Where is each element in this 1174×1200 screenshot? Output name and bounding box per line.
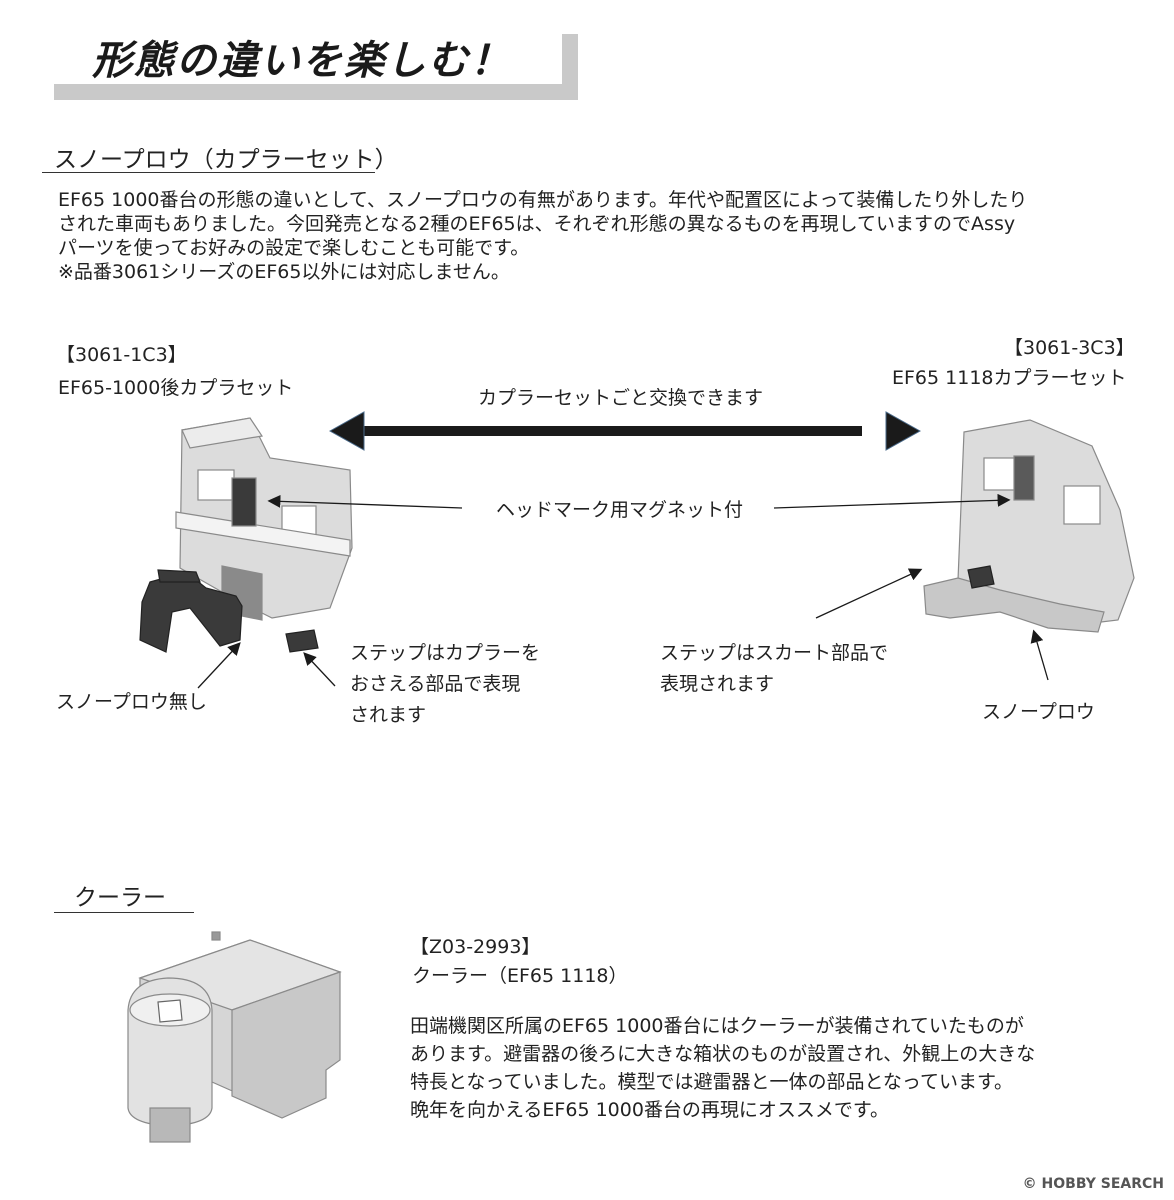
banner [54, 28, 562, 84]
paragraph-line: 田端機関区所属のEF65 1000番台にはクーラーが装備されていたものが [410, 1015, 1024, 1037]
paragraph-line: EF65 1000番台の形態の違いとして、スノープロウの有無があります。年代や配… [58, 189, 1028, 211]
watermark: © HOBBY SEARCH [1023, 1176, 1164, 1192]
arrow-to-right-magnet [773, 493, 1011, 509]
note-line: ステップはスカート部品で [660, 642, 889, 664]
right-part-code: 【3061-3C3】 [1004, 337, 1135, 359]
section-title-snowplow: スノープロウ（カプラーセット） [54, 147, 398, 173]
magnet-block [1013, 455, 1035, 501]
paragraph-line: あります。避雷器の後ろに大きな箱状のものが設置され、外観上の大きな [410, 1043, 1036, 1065]
cooler-description: 田端機関区所属のEF65 1000番台にはクーラーが装備されていたものが ありま… [410, 1012, 1035, 1124]
banner-title: 形態の違いを楽しむ！ [92, 38, 512, 84]
note-line: 表現されます [660, 673, 775, 695]
arrow-to-right-step [815, 568, 923, 619]
section-title-underline [54, 912, 194, 913]
no-plow-label: スノープロウ無し [56, 691, 207, 713]
paragraph-line: された車両もありました。今回発売となる2種のEF65は、それぞれ形態の異なるもの… [58, 213, 1016, 235]
cooler-image [127, 931, 342, 1143]
right-part-name: EF65 1118カプラーセット [892, 367, 1127, 389]
right-coupler-set-image [923, 419, 1135, 633]
plow-label: スノープロウ [982, 701, 1095, 723]
section-title-cooler: クーラー [74, 885, 166, 911]
arrow-to-snowplow [1030, 629, 1049, 681]
exchange-double-arrow [328, 411, 922, 451]
left-part-name: EF65-1000後カプラセット [58, 377, 294, 399]
copyright-symbol: © [1022, 1176, 1037, 1192]
section-title-underline [42, 172, 375, 173]
paragraph-line: パーツを使ってお好みの設定で楽しむことも可能です。 [58, 237, 530, 259]
paragraph-line: 特長となっていました。模型では避雷器と一体の部品となっています。 [410, 1071, 1014, 1093]
arrow-to-left-step [303, 652, 336, 687]
magnet-block [231, 477, 257, 527]
paragraph-line: 晩年を向かえるEF65 1000番台の再現にオススメです。 [410, 1099, 890, 1121]
left-part-code: 【3061-1C3】 [56, 344, 187, 366]
note-line: されます [350, 704, 427, 726]
right-step-note: ステップはスカート部品で 表現されます [660, 638, 888, 700]
arrow-to-no-plow [197, 642, 241, 689]
cooler-part-code: 【Z03-2993】 [410, 936, 541, 958]
snowplow-description: EF65 1000番台の形態の違いとして、スノープロウの有無があります。年代や配… [58, 188, 1027, 284]
left-coupler-set-image [139, 417, 353, 653]
paragraph-line: ※品番3061シリーズのEF65以外には対応しません。 [58, 261, 510, 283]
left-step-note: ステップはカプラーを おさえる部品で表現 されます [350, 638, 540, 731]
arrow-to-left-magnet [267, 494, 463, 509]
note-line: おさえる部品で表現 [350, 673, 521, 695]
cooler-part-name: クーラー（EF65 1118） [412, 965, 628, 987]
exchange-label: カプラーセットごと交換できます [478, 387, 764, 409]
watermark-text: HOBBY SEARCH [1041, 1176, 1164, 1192]
note-line: ステップはカプラーを [350, 642, 541, 664]
magnet-label: ヘッドマーク用マグネット付 [496, 499, 744, 521]
